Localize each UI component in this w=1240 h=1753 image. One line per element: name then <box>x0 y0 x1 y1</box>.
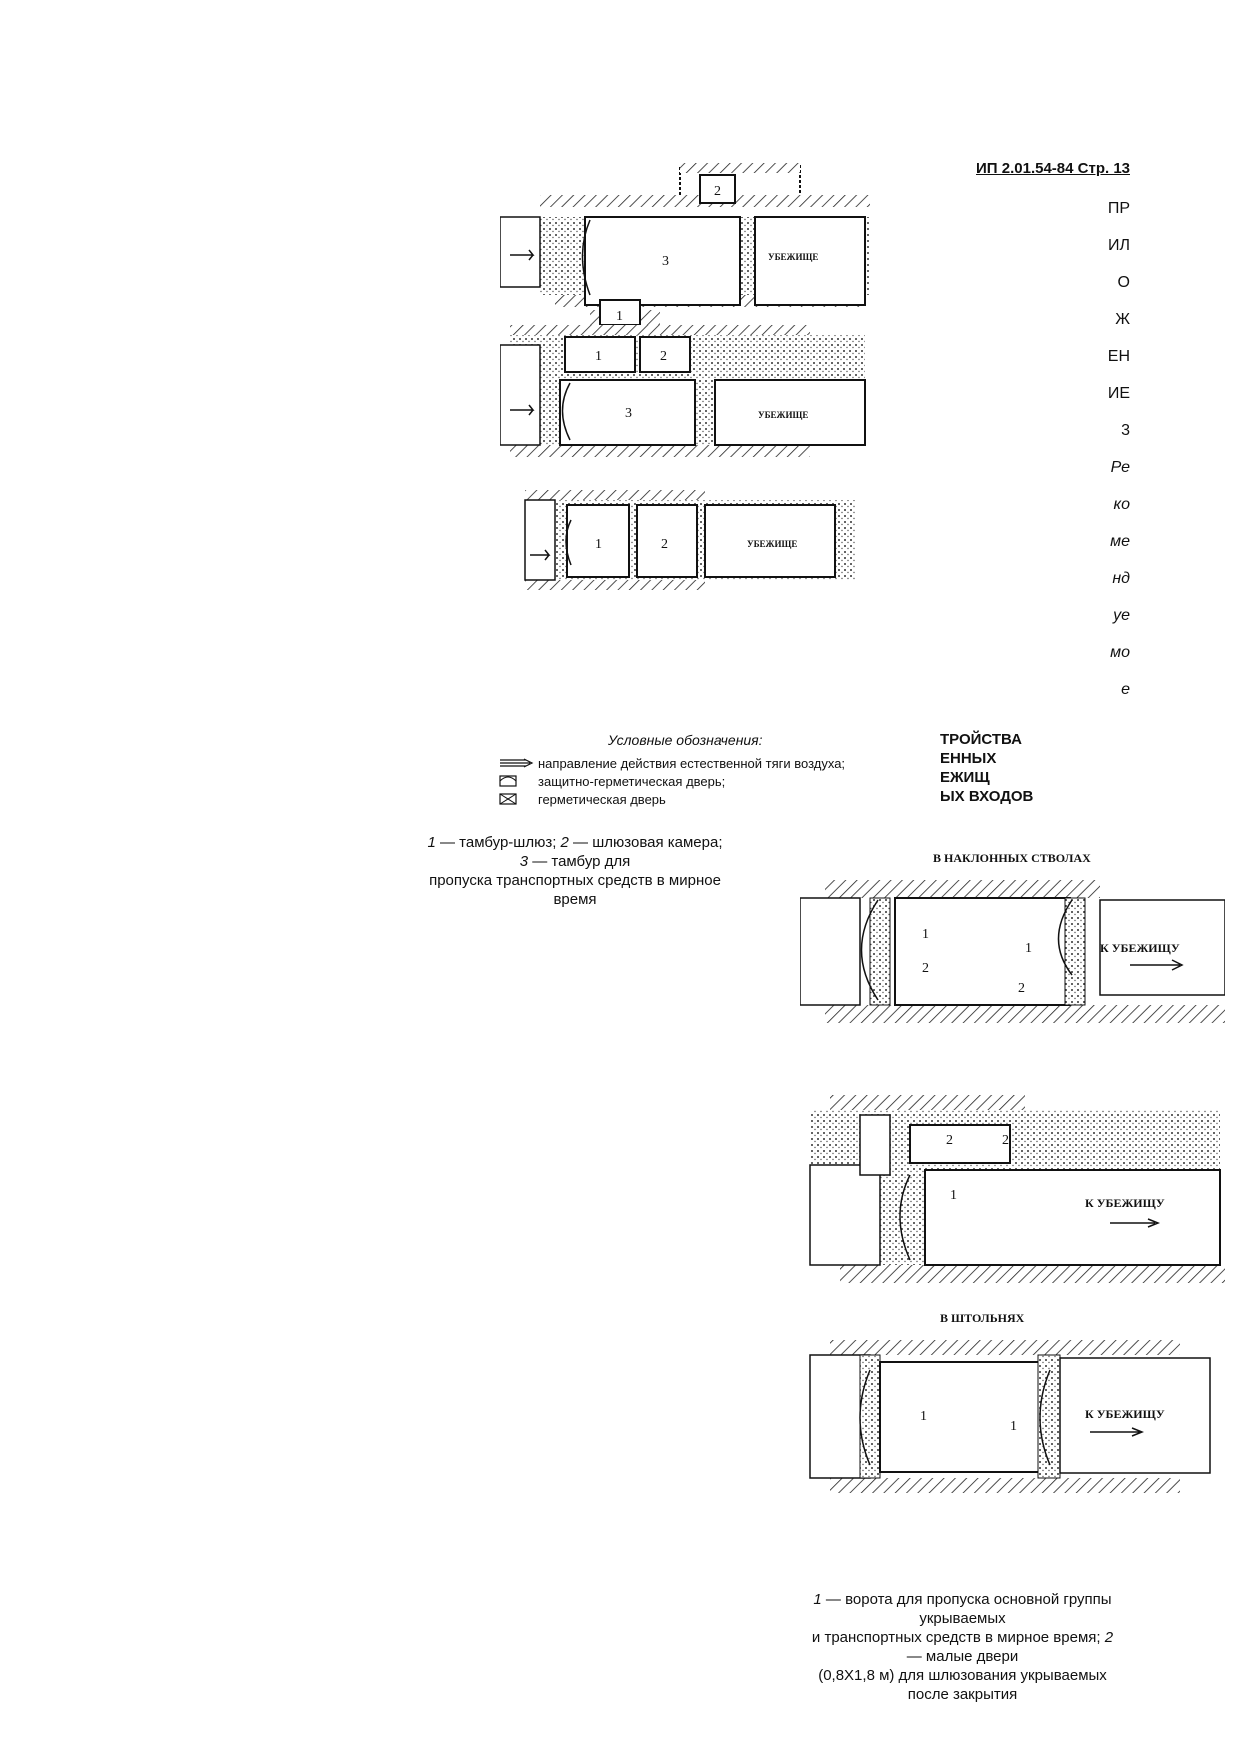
vertical-title-fragment: ЕН <box>1107 348 1130 365</box>
legend-row: направление действия естественной тяги в… <box>498 754 918 772</box>
legend-item-label: направление действия естественной тяги в… <box>538 755 846 771</box>
door-label-2: 2 <box>1002 1133 1009 1148</box>
plan-variant-c: 1 2 УБЕЖИЩЕ <box>524 490 855 590</box>
vertical-title-fragment: уе <box>1113 607 1130 624</box>
legend-block: Условные обозначения: направление действ… <box>498 732 918 808</box>
document-code-header: ИП 2.01.54-84 Стр. 13 <box>976 160 1130 177</box>
plan-room-1: 1 <box>595 537 602 552</box>
vertical-title-fragment: Ре <box>1110 459 1130 476</box>
section-heading-line: ЕННЫХ <box>940 750 997 767</box>
caption-line: пропуска транспортных средств в мирное <box>429 872 721 889</box>
plan-room-1: 1 <box>616 309 623 324</box>
caption-line: — малые двери <box>906 1648 1019 1665</box>
plan-inclined-shaft-side-chamber: 2 2 1 К УБЕЖИЩУ <box>809 1095 1225 1283</box>
vertical-title-fragment: Ж <box>1115 311 1130 328</box>
legend-item-label: защитно-герметическая дверь; <box>538 773 726 789</box>
door-label-2: 2 <box>1018 981 1025 996</box>
caption-line: 1 — ворота для пропуска основной группы <box>813 1591 1112 1608</box>
to-shelter-label: К УБЕЖИЩУ <box>1085 1196 1165 1210</box>
section-heading: ТРОЙСТВА ЕННЫХ ЕЖИЩ ЫХ ВХОДОВ <box>940 730 1120 806</box>
section-heading-line: ТРОЙСТВА <box>940 731 1022 748</box>
vertical-title-fragment: ИЕ <box>1107 385 1130 402</box>
vertical-title-fragment: нд <box>1112 570 1130 587</box>
legend-item-label: герметическая дверь <box>538 791 666 807</box>
caption-line: после закрытия <box>907 1686 1018 1703</box>
legend-row: защитно-герметическая дверь; <box>498 772 918 790</box>
plan-room-2: 2 <box>714 184 721 199</box>
legend-title: Условные обозначения: <box>608 732 763 748</box>
caption-line: 1 — тамбур-шлюз; 2 — шлюзовая камера; <box>427 834 723 851</box>
door-label-2: 2 <box>922 961 929 976</box>
adits-title: В ШТОЛЬНЯХ <box>940 1311 1025 1325</box>
door-label-2: 2 <box>946 1133 953 1148</box>
plan-room-3: 3 <box>662 254 669 269</box>
plan-room-2: 2 <box>660 349 667 364</box>
vertical-title-fragment: ме <box>1110 533 1130 550</box>
plan-variant-a: 3 2 1 УБЕЖИЩЕ <box>500 163 870 330</box>
right-caption: 1 — ворота для пропуска основной группы … <box>790 1590 1135 1704</box>
legend-row: герметическая дверь <box>498 790 918 808</box>
vertical-title-fragment: ИЛ <box>1108 237 1130 254</box>
protective-door-icon <box>499 775 517 787</box>
plan-shelter-label: УБЕЖИЩЕ <box>747 539 797 549</box>
door-label-1: 1 <box>950 1188 957 1203</box>
plan-room-1: 1 <box>595 349 602 364</box>
plan-shelter-label: УБЕЖИЩЕ <box>768 252 818 262</box>
right-entrance-plans: В НАКЛОННЫХ СТВОЛАХ 1 2 1 2 К УБЕЖИЩУ 2 … <box>800 851 1225 1493</box>
caption-line: время <box>553 891 597 908</box>
hermetic-door-icon <box>499 793 517 805</box>
plan-room-3: 3 <box>625 406 632 421</box>
vertical-title-fragment: ко <box>1113 496 1130 513</box>
door-label-1: 1 <box>922 927 929 942</box>
to-shelter-label: К УБЕЖИЩУ <box>1100 941 1180 955</box>
arrow-icon <box>500 758 534 768</box>
vertical-title-fragment: ПР <box>1107 200 1130 217</box>
caption-line: укрываемых <box>919 1610 1006 1627</box>
caption-line: и транспортных средств в мирное время; 2 <box>811 1629 1114 1646</box>
plan-variant-b: 1 2 3 УБЕЖИЩЕ <box>500 325 866 457</box>
to-shelter-label: К УБЕЖИЩУ <box>1085 1407 1165 1421</box>
vertical-title-fragment: е <box>1121 681 1130 698</box>
plan-room-2: 2 <box>661 537 668 552</box>
left-entrance-plans: 3 2 1 УБЕЖИЩЕ 1 2 3 УБЕЖИЩЕ 1 2 УБЕЖИЩЕ <box>500 163 870 590</box>
vertical-title-fragment: 3 <box>1121 422 1130 439</box>
caption-line: (0,8Х1,8 м) для шлюзования укрываемых <box>818 1667 1107 1684</box>
door-label-1: 1 <box>1010 1419 1017 1434</box>
door-label-1: 1 <box>920 1409 927 1424</box>
plan-shelter-label: УБЕЖИЩЕ <box>758 410 808 420</box>
door-label-1: 1 <box>1025 941 1032 956</box>
vertical-title-fragment: мо <box>1110 644 1130 661</box>
left-caption: 1 — тамбур-шлюз; 2 — шлюзовая камера; 3 … <box>410 833 740 909</box>
section-heading-line: ЕЖИЩ <box>940 769 990 786</box>
section-heading-line: ЫХ ВХОДОВ <box>940 788 1034 805</box>
plan-inclined-shaft: 1 2 1 2 К УБЕЖИЩУ <box>800 880 1225 1023</box>
plan-adit: 1 1 К УБЕЖИЩУ <box>809 1340 1211 1493</box>
vertical-title-fragment: О <box>1117 274 1130 291</box>
caption-line: 3 — тамбур для <box>519 853 631 870</box>
inclined-shafts-title: В НАКЛОННЫХ СТВОЛАХ <box>933 851 1091 865</box>
